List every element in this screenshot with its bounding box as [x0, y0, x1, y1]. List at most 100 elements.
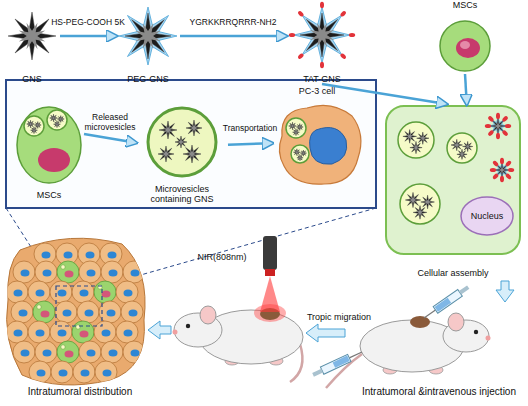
nanostar-facet	[310, 23, 334, 47]
tumor-cell	[35, 341, 57, 363]
microvesicle	[291, 145, 309, 163]
tumor-cell	[13, 261, 35, 283]
nanostar-facet	[302, 151, 305, 154]
assembly-cell-outline	[384, 104, 522, 278]
figure-label: Intratumoral distribution	[0, 386, 160, 397]
tat-peptide	[505, 124, 511, 128]
cell-membrane	[386, 106, 520, 254]
nanostar-facet	[406, 133, 414, 141]
mouse-ear	[200, 306, 216, 324]
vesicle-membrane	[148, 108, 216, 176]
nanostar	[300, 13, 344, 57]
tat-peptide	[320, 2, 324, 8]
tat-peptide	[496, 133, 500, 139]
tumor-cell	[79, 341, 101, 363]
tat-peptide	[485, 124, 491, 128]
tumor-mass	[7, 238, 145, 385]
tumor-cell	[35, 261, 57, 283]
nanostar-facet	[494, 122, 502, 130]
nanostar-facet	[419, 135, 426, 142]
tat-peptide	[500, 158, 504, 164]
tat-peptide	[501, 129, 508, 136]
microvesicle	[286, 118, 306, 138]
syringe-fluid	[435, 298, 452, 312]
nanostar-facet	[162, 150, 171, 159]
syringe-fluid	[333, 356, 350, 368]
nucleus-outline	[461, 197, 513, 235]
microvesicle	[400, 184, 440, 224]
node-label: Nucleus	[460, 211, 514, 221]
nanostar	[175, 136, 187, 148]
tat-peptide	[487, 129, 494, 136]
tumor-cell	[50, 281, 72, 303]
migration-arrow	[306, 324, 345, 342]
migration-arrow	[148, 321, 171, 339]
tat-peptide	[501, 115, 508, 122]
nanostar	[463, 141, 473, 151]
tumor-tissue	[6, 238, 145, 385]
node-label: Microvesicles containing GNS	[136, 184, 228, 204]
microvesicle	[24, 116, 44, 136]
assembly-cell: Cellular assemblyNucleus	[384, 104, 522, 278]
nanostar-facet	[454, 142, 460, 148]
tumor-cell	[73, 361, 95, 383]
cancer-cell: PC-3 cell	[272, 86, 362, 190]
nanostar	[297, 155, 303, 161]
tumor-cell	[72, 281, 94, 303]
nanostar-facet	[409, 196, 417, 204]
mouse-injected	[326, 313, 491, 388]
tumor-cell	[6, 281, 28, 303]
nanostar-facet	[298, 156, 301, 159]
nanostar-facet	[294, 130, 298, 134]
nucleus-oval: Nucleus	[460, 196, 514, 236]
nanostar	[186, 120, 202, 136]
nanostar-facet	[459, 152, 465, 158]
edge-label: HS-PEG-COOH 5K	[49, 18, 127, 28]
mouse-nose	[173, 330, 178, 335]
cell-nucleus	[310, 128, 347, 165]
nanostar	[296, 124, 303, 131]
tat-peptide	[505, 173, 512, 180]
nanostar-facet	[424, 198, 432, 206]
node-label: PEG-GNS	[116, 74, 180, 84]
tumor-cell	[28, 281, 50, 303]
nir-laser	[260, 236, 280, 312]
nanostar	[158, 146, 174, 162]
msc-in-tumor	[33, 301, 55, 323]
msc-in-tumor	[72, 321, 94, 343]
node-label: MSCs	[14, 190, 84, 200]
edge-label: Released microvesicles	[81, 113, 139, 132]
tat-peptide	[492, 173, 499, 180]
microvesicle	[447, 133, 477, 163]
tumor-cell	[6, 321, 28, 343]
tat-peptide	[297, 10, 304, 17]
mouse-eye	[186, 324, 190, 328]
nanostar	[57, 116, 64, 123]
nanostar-facet	[28, 122, 32, 126]
zoom-box	[56, 286, 102, 326]
syringe-needle	[349, 352, 362, 358]
nanostar	[451, 139, 463, 150]
nanostar	[403, 130, 417, 144]
nanostar	[457, 149, 467, 159]
nanostar	[293, 149, 300, 156]
tat-peptide	[492, 160, 499, 167]
flow-arrow	[84, 134, 136, 143]
nanostar	[405, 192, 420, 207]
tumor-cells	[6, 243, 145, 383]
syringe-needle	[424, 310, 435, 318]
stem-cell-outline	[432, 0, 498, 74]
tumor-cell	[13, 341, 35, 363]
flow-arrow	[465, 74, 467, 104]
zoom-leader	[102, 208, 376, 286]
tat-peptide	[505, 160, 512, 167]
nanostar-facet	[465, 144, 471, 150]
nanostar-facet	[298, 125, 302, 129]
syringe-plunger	[312, 369, 323, 377]
node-label: PC-3 cell	[272, 86, 362, 96]
mouse-tumor	[410, 316, 430, 328]
cancer-cell-outline	[272, 86, 362, 190]
tumor-cell	[116, 281, 138, 303]
